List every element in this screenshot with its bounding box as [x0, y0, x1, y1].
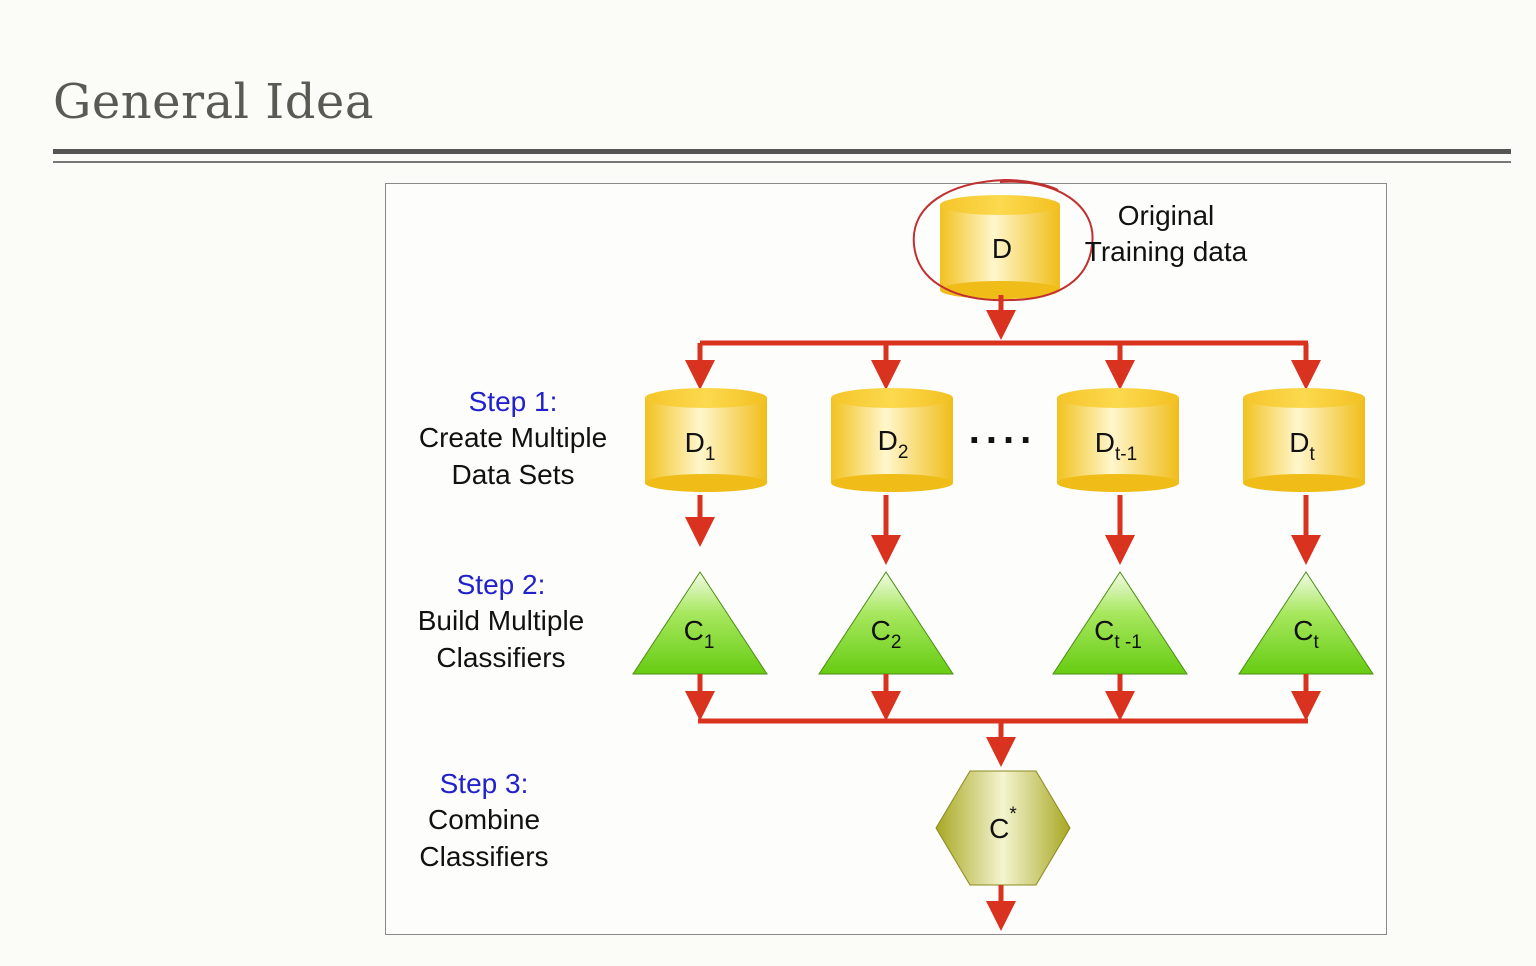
dataset-cylinder-2: D2	[831, 388, 953, 492]
dataset-label-t: Dt	[1289, 427, 1315, 465]
dataset-to-classifier-arrows	[685, 495, 1321, 565]
step-1-title: Step 1:	[469, 386, 558, 417]
step-3-title: Step 3:	[440, 768, 529, 799]
step-2-line2: Classifiers	[436, 642, 565, 673]
step-2-title: Step 2:	[457, 569, 546, 600]
dataset-ellipsis: ....	[969, 408, 1037, 452]
step-3-label: Step 3: Combine Classifiers	[419, 768, 548, 872]
step-2-label: Step 2: Build Multiple Classifiers	[418, 569, 585, 673]
classifier-triangle-t-1: Ct -1	[1052, 571, 1188, 675]
original-data-label: D	[992, 233, 1012, 264]
dataset-cylinder-t: Dt	[1243, 388, 1365, 492]
combined-classifier-label: C*	[989, 804, 1017, 844]
slide-title: General Idea	[53, 74, 374, 130]
step-1-line2: Data Sets	[452, 459, 575, 490]
merge-connector	[685, 674, 1321, 767]
annotation-circle	[912, 178, 1094, 302]
dataset-label-2: D2	[878, 425, 909, 463]
classifier-label-1: C1	[684, 615, 715, 653]
step-3-line2: Classifiers	[419, 841, 548, 872]
step-1-label: Step 1: Create Multiple Data Sets	[419, 386, 607, 490]
dataset-label-1: D1	[685, 427, 716, 465]
classifier-label-2: C2	[871, 615, 902, 653]
step-3-line1: Combine	[428, 804, 540, 835]
title-rule-thick	[53, 149, 1511, 154]
dataset-label-t-1: Dt-1	[1095, 427, 1137, 465]
original-data-cylinder: D	[940, 195, 1060, 299]
dataset-cylinder-t-1: Dt-1	[1057, 388, 1179, 492]
dataset-cylinder-1: D1	[645, 388, 767, 492]
classifier-label-t: Ct	[1293, 615, 1319, 653]
split-connector	[685, 295, 1321, 390]
classifier-triangle-t: Ct	[1238, 571, 1374, 675]
classifier-triangle-1: C1	[632, 571, 768, 675]
title-rule-thin	[53, 161, 1511, 163]
classifier-label-t-1: Ct -1	[1094, 615, 1142, 653]
original-caption-line1: Original	[1118, 200, 1214, 231]
step-2-line1: Build Multiple	[418, 605, 585, 636]
classifier-triangle-2: C2	[818, 571, 954, 675]
step-1-line1: Create Multiple	[419, 422, 607, 453]
combined-classifier-hexagon: C*	[935, 770, 1071, 886]
original-caption-line2: Training data	[1085, 236, 1248, 267]
